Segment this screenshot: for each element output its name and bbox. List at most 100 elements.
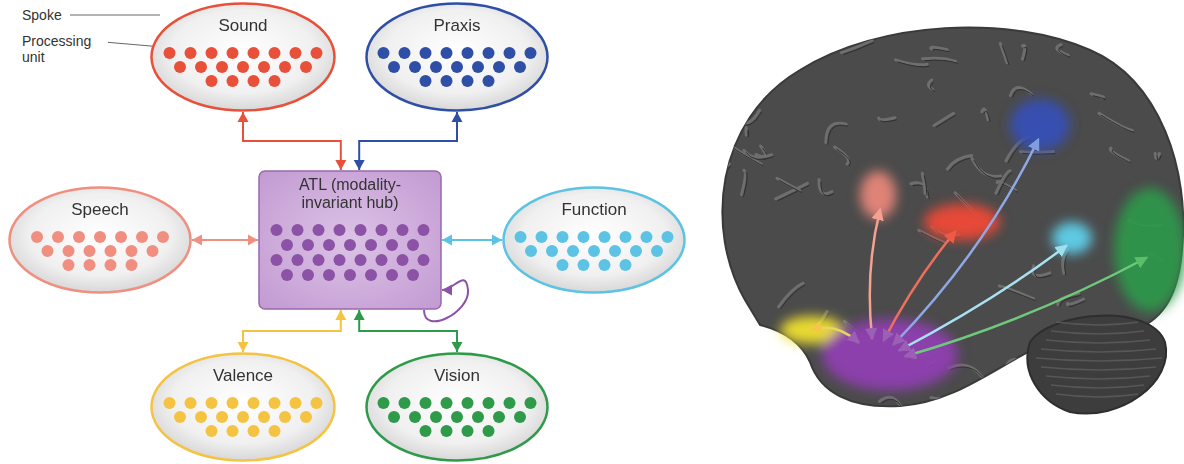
processing-unit <box>237 61 249 73</box>
sulcus-stroke <box>721 319 725 333</box>
arrowhead <box>238 342 249 352</box>
processing-unit <box>313 224 325 236</box>
processing-unit <box>399 47 411 59</box>
processing-unit <box>430 411 442 423</box>
processing-unit <box>355 224 367 236</box>
processing-unit <box>271 254 283 266</box>
folium-stroke <box>1051 331 1144 334</box>
praxis-region <box>1010 99 1070 151</box>
arrowhead <box>354 160 365 170</box>
processing-unit <box>493 411 505 423</box>
gyrus-stroke <box>719 317 723 331</box>
folium-stroke <box>1046 340 1150 343</box>
sulcus-stroke <box>1022 153 1055 155</box>
spoke-label: Valence <box>172 366 314 385</box>
sulcus-stroke <box>1069 301 1085 307</box>
processing-unit <box>546 245 558 257</box>
sulcus-stroke <box>799 33 823 58</box>
arrowhead <box>442 285 452 296</box>
sulcus-stroke <box>740 384 758 403</box>
gyrus-stroke <box>982 109 988 120</box>
processing-unit <box>483 75 495 87</box>
processing-unit <box>334 254 346 266</box>
arrowhead <box>192 235 202 246</box>
processing-unit <box>174 61 186 73</box>
processing-unit <box>418 254 430 266</box>
processing-unit <box>227 47 239 59</box>
processing-unit <box>258 61 270 73</box>
sulcus-stroke <box>779 180 802 192</box>
processing-unit <box>63 259 75 271</box>
processing-unit <box>300 61 312 73</box>
vision-region <box>1114 188 1184 312</box>
processing-unit <box>630 245 642 257</box>
processing-unit <box>185 47 197 59</box>
processing-unit <box>281 239 293 251</box>
processing-unit <box>651 245 663 257</box>
processing-unit <box>420 397 432 409</box>
sulcus-stroke <box>837 149 851 166</box>
processing-unit <box>462 425 474 437</box>
arrowhead <box>248 235 258 246</box>
spoke-ellipse: Speech <box>8 186 192 294</box>
cerebellum-folia <box>1036 322 1162 397</box>
leader-line <box>66 15 160 16</box>
processing-unit <box>620 259 632 271</box>
sulcus-stroke <box>930 82 934 92</box>
gyrus-stroke <box>775 372 788 375</box>
sulcus-stroke <box>925 60 958 63</box>
gyrus-stroke <box>972 158 1001 176</box>
processing-unit <box>504 397 516 409</box>
processing-unit <box>206 47 218 59</box>
spoke-outline <box>367 4 548 111</box>
arrowhead <box>354 310 365 320</box>
processing-unit <box>185 397 197 409</box>
sulcus-stroke <box>936 115 956 127</box>
processing-unit <box>292 224 304 236</box>
processing-unit <box>269 47 281 59</box>
processing-unit <box>525 245 537 257</box>
processing-unit <box>258 411 270 423</box>
processing-unit <box>195 61 207 73</box>
gyrus-stroke <box>1005 359 1024 377</box>
processing-unit <box>147 245 159 257</box>
processing-unit <box>399 397 411 409</box>
processing-unit <box>567 245 579 257</box>
callout-label: Processing unit <box>20 33 108 65</box>
spoke-label: Praxis <box>387 16 527 35</box>
processing-unit <box>248 425 260 437</box>
sulcus-stroke <box>759 82 761 95</box>
sulcus-stroke <box>747 130 749 137</box>
sulcus-stroke <box>760 40 767 57</box>
processing-unit <box>388 411 400 423</box>
callout-label: Spoke <box>20 7 70 23</box>
processing-unit <box>386 269 398 281</box>
processing-unit <box>206 425 218 437</box>
spoke-ellipse: Function <box>502 186 686 294</box>
sulcus-stroke <box>1002 45 1009 65</box>
gyrus-stroke <box>777 178 800 190</box>
sulcus-stroke <box>1001 288 1035 301</box>
spoke-label: Vision <box>387 366 527 385</box>
arrowhead <box>238 112 249 122</box>
sulcus-stroke <box>1112 150 1130 163</box>
sulcus-stroke <box>974 160 1003 178</box>
processing-unit <box>504 47 516 59</box>
processing-unit <box>599 259 611 271</box>
processing-unit <box>609 245 621 257</box>
spoke-label: Function <box>524 200 664 219</box>
sulcus-stroke <box>843 43 874 55</box>
processing-unit <box>515 231 527 243</box>
folium-stroke <box>1046 376 1150 379</box>
processing-unit <box>323 269 335 281</box>
brain-arrow <box>900 246 1066 350</box>
hub-outline <box>259 171 441 309</box>
processing-unit <box>269 397 281 409</box>
processing-unit <box>376 224 388 236</box>
processing-unit <box>388 61 400 73</box>
gyrus-stroke <box>797 31 821 56</box>
processing-unit <box>409 61 421 73</box>
gyrus-stroke <box>841 41 872 53</box>
processing-unit <box>237 411 249 423</box>
processing-unit <box>430 61 442 73</box>
